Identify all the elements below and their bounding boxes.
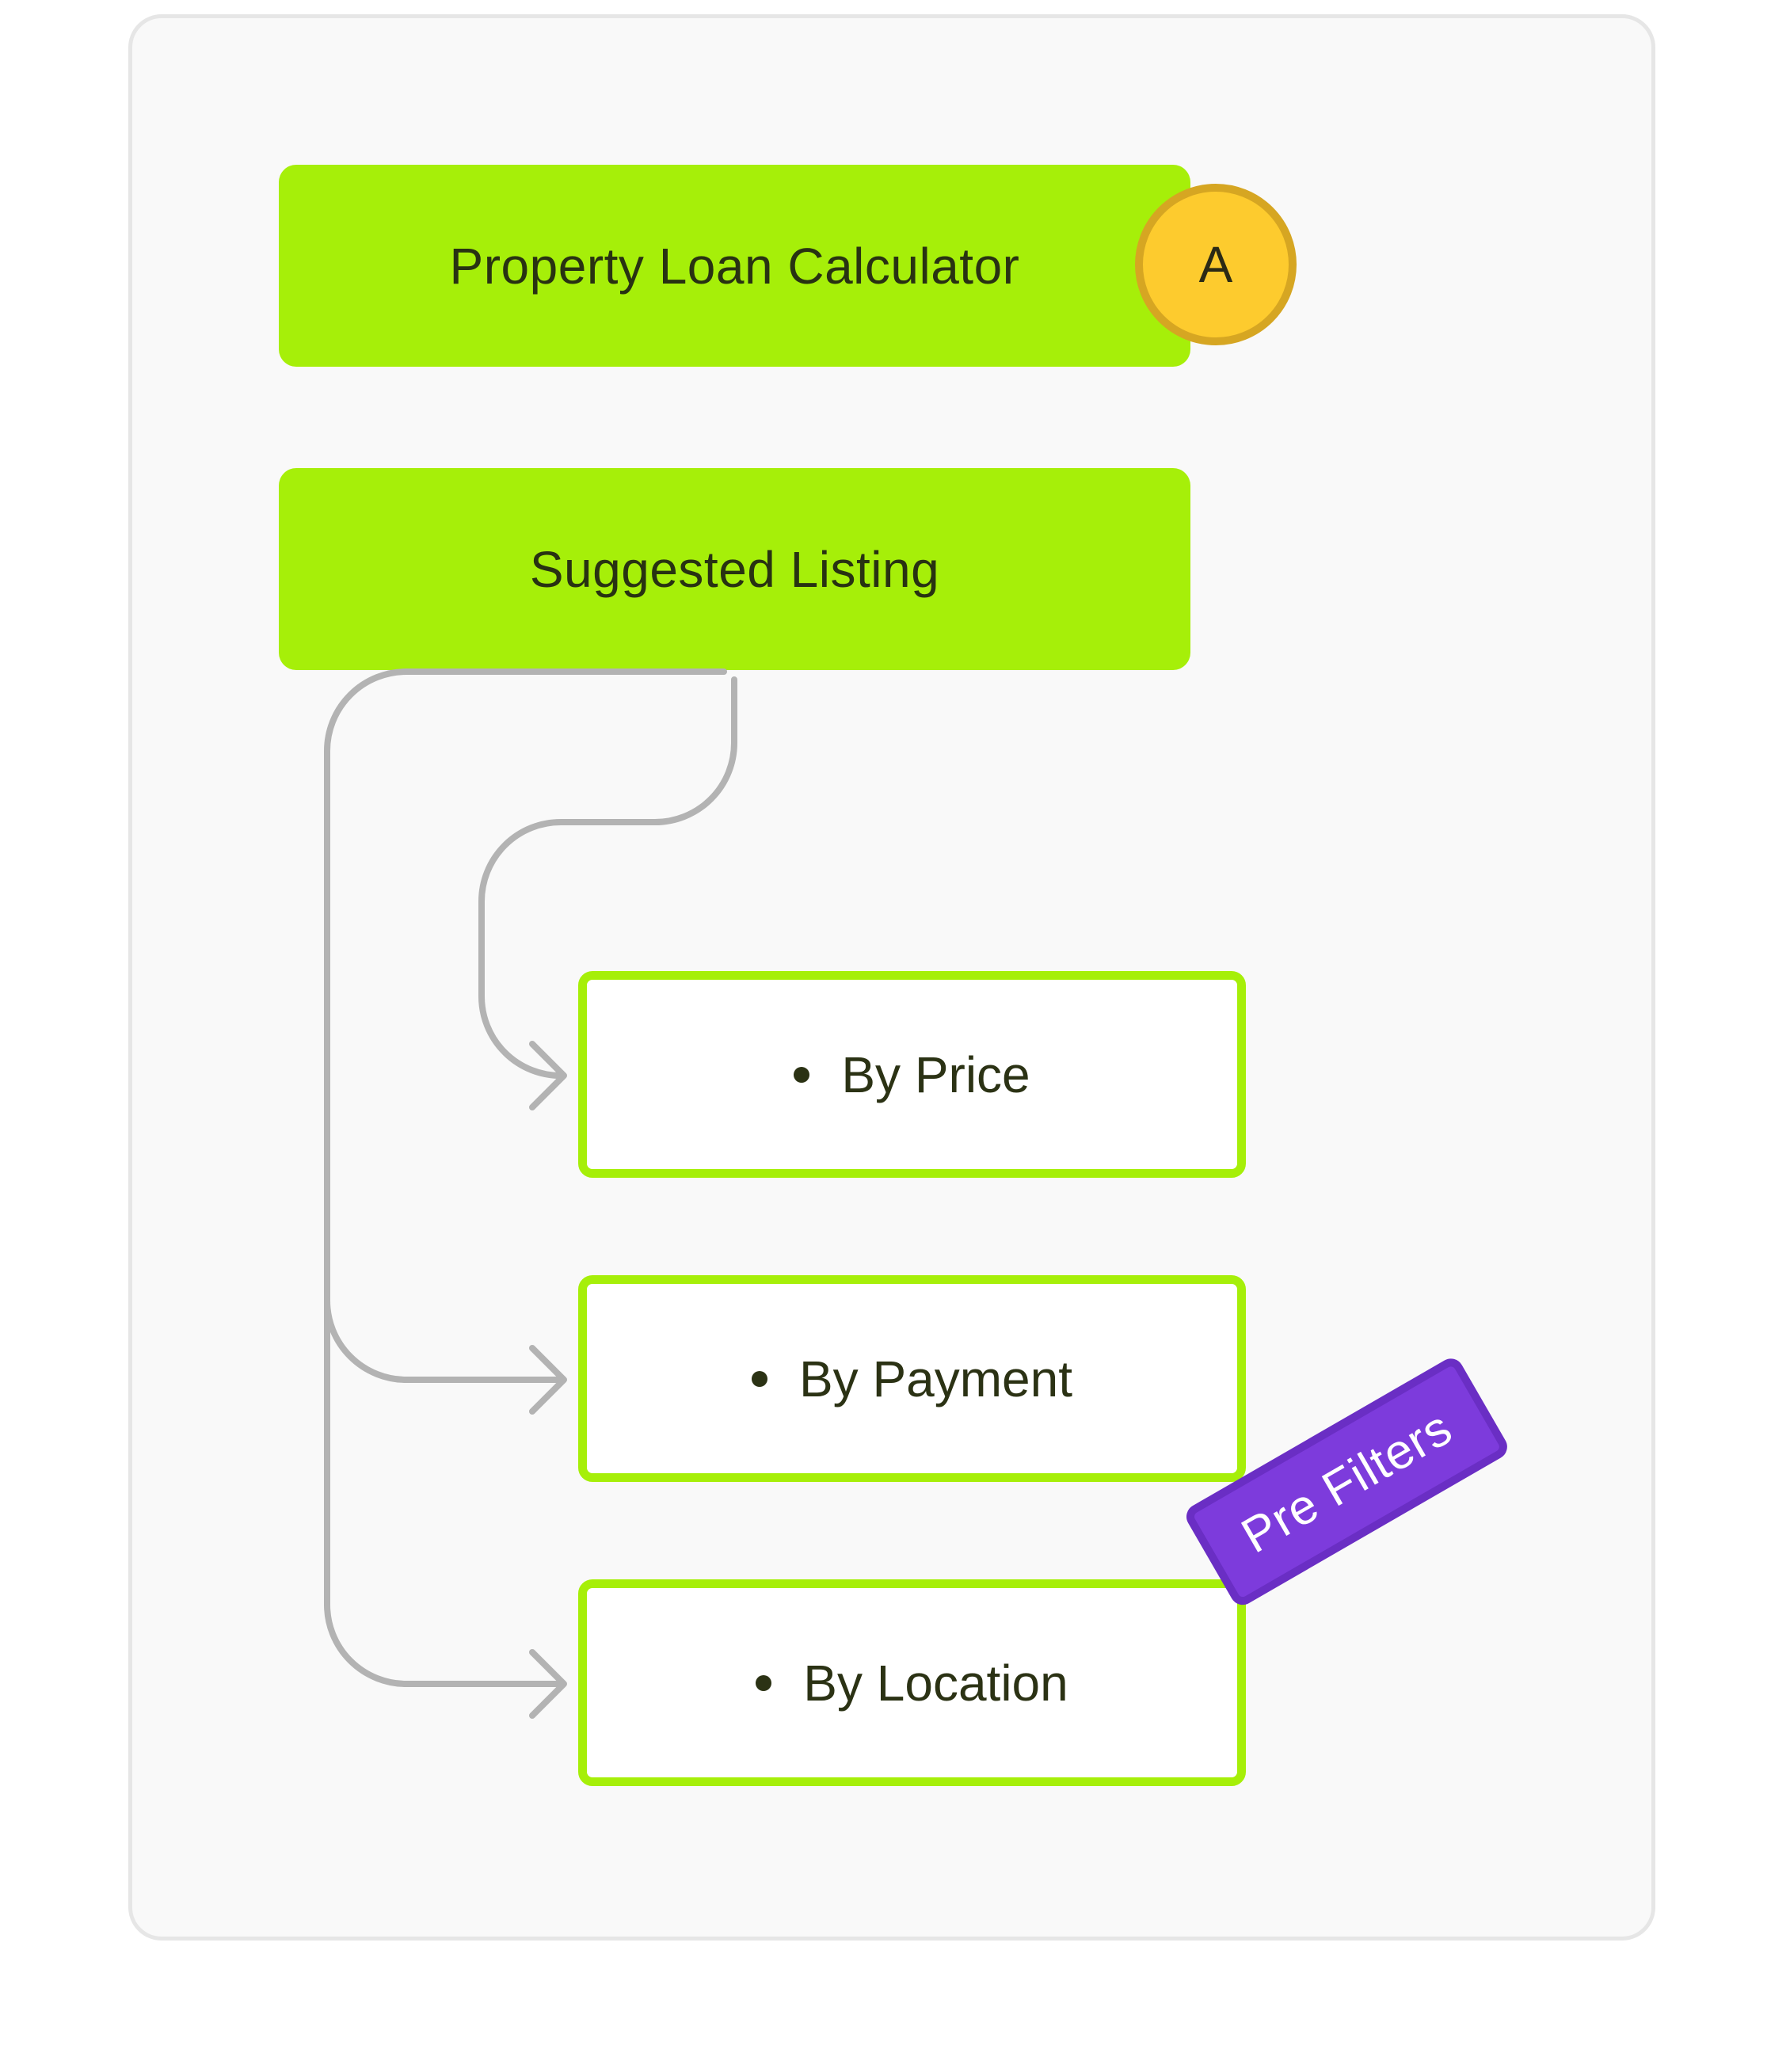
bullet-icon <box>794 1066 810 1083</box>
suggested-listing-label: Suggested Listing <box>529 540 940 598</box>
bullet-icon <box>756 1674 772 1691</box>
bullet-icon <box>751 1370 767 1387</box>
property-loan-calculator-block[interactable]: Property Loan Calculator <box>279 165 1190 367</box>
by-price-option[interactable]: By Price <box>578 971 1246 1178</box>
step-a-badge-label: A <box>1198 236 1233 293</box>
suggested-listing-block[interactable]: Suggested Listing <box>279 468 1190 670</box>
step-a-badge: A <box>1135 184 1297 345</box>
by-price-label: By Price <box>841 1046 1030 1103</box>
by-payment-option[interactable]: By Payment <box>578 1275 1246 1482</box>
property-loan-calculator-label: Property Loan Calculator <box>449 237 1020 295</box>
by-location-option[interactable]: By Location <box>578 1579 1246 1786</box>
by-location-label: By Location <box>803 1654 1068 1712</box>
by-payment-label: By Payment <box>798 1350 1073 1407</box>
